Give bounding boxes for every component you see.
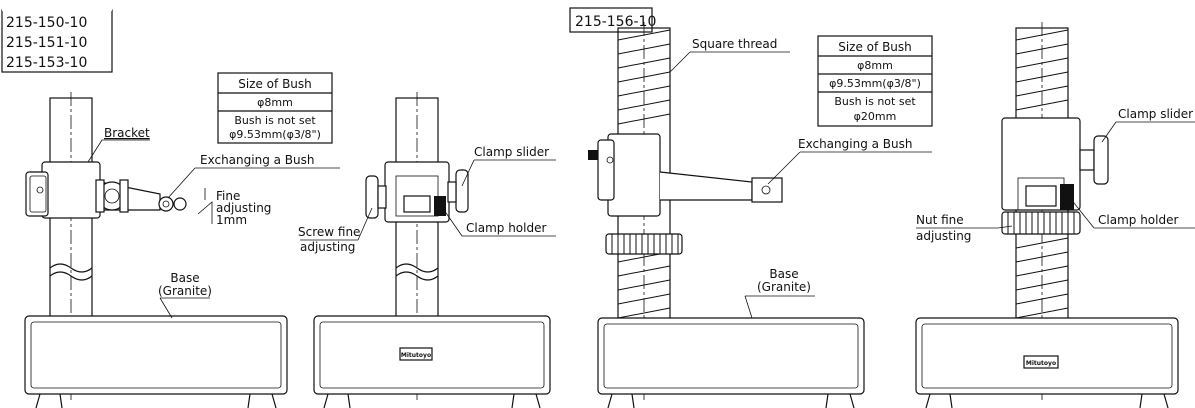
- brand-label-left: [399, 347, 433, 361]
- model-number-3: 215-153-10: [6, 55, 87, 71]
- label-fine-adjusting-1: Fine: [216, 189, 240, 203]
- brand-text-left: Mitutoyo: [401, 352, 431, 359]
- label-clamp-holder-right: Clamp holder: [1098, 213, 1178, 227]
- model-number-2: 215-151-10: [6, 35, 87, 51]
- label-base-right-2: (Granite): [757, 280, 811, 294]
- table-cell: φ9.53mm(φ3/8"): [829, 77, 921, 90]
- label-fine-adjusting-2: adjusting: [216, 201, 271, 215]
- table-cell: φ20mm: [854, 110, 897, 123]
- label-nut-fine-1: Nut fine: [916, 213, 964, 227]
- table-cell: φ8mm: [257, 96, 293, 109]
- label-base-right-1: Base: [769, 267, 798, 281]
- table-cell: φ9.53mm(φ3/8"): [229, 128, 321, 141]
- model-number-1: 215-150-10: [6, 15, 87, 31]
- label-exchanging-bush-left: Exchanging a Bush: [200, 153, 315, 167]
- label-fine-adjusting-3: 1mm: [216, 213, 247, 227]
- brand-label-right: [1023, 355, 1059, 369]
- label-clamp-slider-left: Clamp slider: [474, 145, 549, 159]
- brand-text-right: Mitutoyo: [1026, 360, 1056, 367]
- model-number-box-left: 215-150-10 215-151-10 215-153-10: [1, 9, 113, 73]
- model-number-box-right: 215-156-10: [569, 7, 656, 33]
- granite-base-left-2: Mitutoyo: [313, 315, 551, 408]
- label-nut-fine-2: adjusting: [916, 229, 971, 243]
- table-cell: Bush is not set: [834, 95, 916, 108]
- model-number-right: 215-156-10: [575, 14, 656, 30]
- label-base-left-1: Base: [170, 271, 199, 285]
- label-screw-fine-2: adjusting: [300, 240, 355, 254]
- granite-base-left-1: Base (Granite): [24, 271, 288, 408]
- stand-side-view-left: Bracket Exchanging a Bush Fine adjusting…: [25, 92, 340, 400]
- label-base-left-2: (Granite): [158, 284, 212, 298]
- table-cell: φ8mm: [857, 59, 893, 72]
- bush-size-table-left: Size of Bush φ8mm Bush is not set φ9.53m…: [217, 72, 333, 144]
- stand-front-view-right: Clamp slider Nut fine adjusting Clamp ho…: [916, 22, 1195, 400]
- label-clamp-slider-right: Clamp slider: [1118, 107, 1193, 121]
- table-header: Size of Bush: [838, 40, 912, 54]
- table-cell: Bush is not set: [234, 114, 316, 127]
- label-exchanging-bush-right: Exchanging a Bush: [798, 137, 913, 151]
- label-clamp-holder-left: Clamp holder: [466, 221, 546, 235]
- granite-base-right-1: Base (Granite): [597, 267, 865, 408]
- granite-base-right-2: Mitutoyo: [915, 317, 1179, 408]
- label-screw-fine-1: Screw fine: [298, 225, 360, 239]
- label-bracket: Bracket: [104, 126, 150, 140]
- bush-size-table-right: Size of Bush φ8mm φ9.53mm(φ3/8") Bush is…: [817, 35, 933, 127]
- label-square-thread: Square thread: [692, 37, 777, 51]
- table-header: Size of Bush: [238, 77, 312, 91]
